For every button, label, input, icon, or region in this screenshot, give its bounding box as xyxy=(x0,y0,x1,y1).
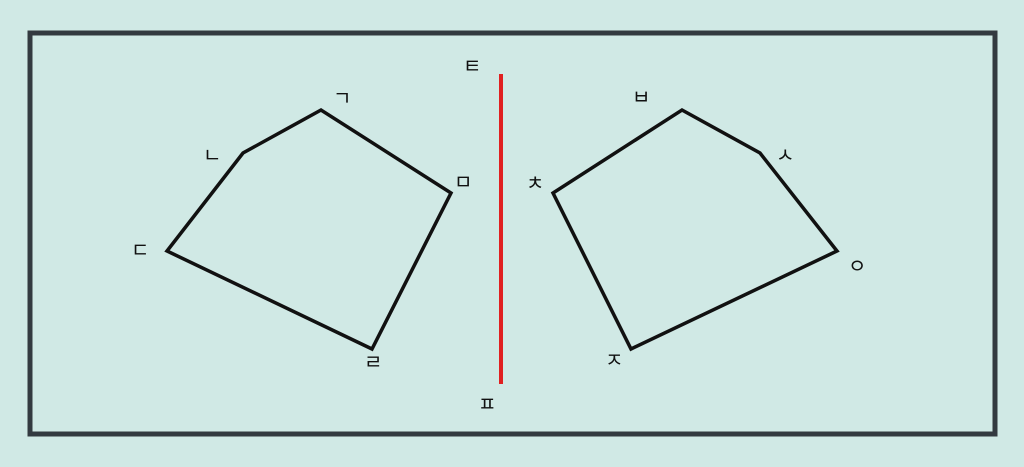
vertex-label-ieung: ㅇ xyxy=(848,254,866,278)
diagram-frame xyxy=(27,30,998,437)
vertex-label-chieut: ㅊ xyxy=(526,171,544,195)
vertex-label-nieun: ㄴ xyxy=(203,143,221,167)
mirror-line-top-label: ㅌ xyxy=(463,54,481,78)
left-pentagon xyxy=(164,107,454,352)
right-pentagon xyxy=(550,107,840,352)
vertex-label-bieup: ㅂ xyxy=(632,85,650,109)
mirror-line-bottom-label: ㅍ xyxy=(478,392,496,416)
vertex-label-rieul: ㄹ xyxy=(364,350,382,374)
vertex-label-siot: ㅅ xyxy=(776,143,794,167)
vertex-label-jieut: ㅈ xyxy=(605,348,623,372)
vertex-label-mieum: ㅁ xyxy=(454,170,472,194)
vertex-label-digeut: ㄷ xyxy=(131,238,149,262)
vertex-label-giyeok: ㄱ xyxy=(333,86,351,110)
